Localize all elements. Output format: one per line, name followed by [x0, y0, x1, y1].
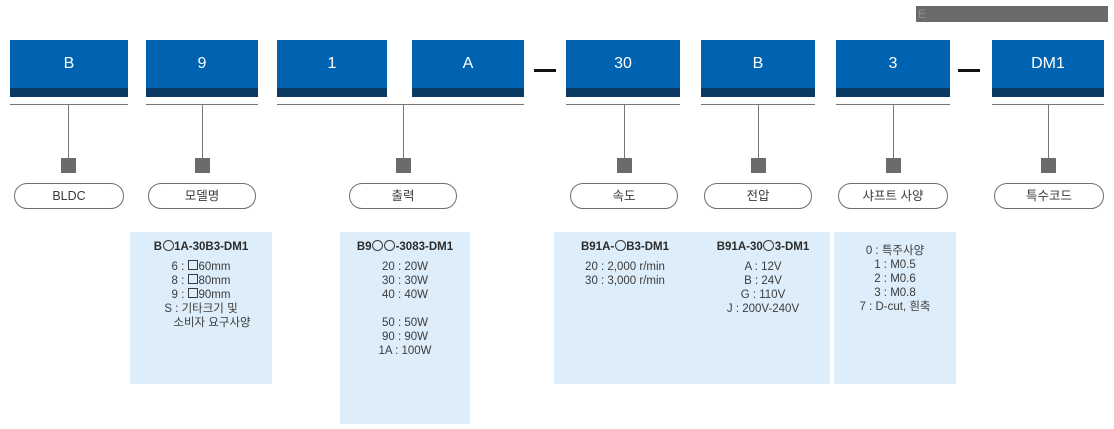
detail-list-item: 50 : 50W — [381, 317, 429, 329]
connector-vline-output — [403, 104, 404, 158]
code-box[interactable]: B — [701, 40, 815, 97]
detail-list-item: J : 200V-240V — [726, 303, 800, 315]
code-box[interactable]: 1 — [277, 40, 387, 97]
code-box-label: 30 — [614, 55, 632, 72]
detail-panel-list: 0 : 특주사양 1 : M0.5 2 : M0.6 3 : M0.8 7 : D-cu… — [834, 232, 956, 314]
code-box-label: A — [462, 55, 474, 72]
detail-list-item: 90 : 90W — [381, 331, 429, 343]
connector-knob-speed — [617, 158, 632, 173]
code-box-label: B — [752, 55, 764, 72]
connector-knob-output — [396, 158, 411, 173]
detail-list-item: 20 : 20W — [381, 261, 429, 273]
circle-placeholder-icon — [384, 240, 396, 251]
code-box[interactable]: A — [412, 40, 524, 97]
category-capsule[interactable]: 특수코드 — [994, 183, 1104, 209]
code-box[interactable]: 3 — [836, 40, 950, 97]
category-capsule[interactable]: 속도 — [570, 183, 678, 209]
connector-vline-shaft — [893, 104, 894, 158]
speed-details: B91A-B3-DM1 20 : 2,000 r/min 30 : 3,000 r/… — [554, 232, 696, 384]
detail-list-item: B : 24V — [744, 275, 782, 287]
output-details: B9-3083-DM1 20 : 20W 30 : 30W 40 : 40W 50 : … — [340, 232, 470, 424]
connector-vline-bldc — [68, 104, 69, 158]
detail-list-item: 1 : M0.5 — [874, 259, 916, 271]
connector-vline-model — [202, 104, 203, 158]
detail-list-item: 0 : 특주사양 — [865, 245, 925, 257]
connector-knob-bldc — [61, 158, 76, 173]
code-box-accent-strip — [412, 88, 524, 97]
detail-list-item: 40 : 40W — [381, 289, 429, 301]
code-box-accent-strip — [992, 88, 1104, 97]
code-box-accent-strip — [277, 88, 387, 97]
connector-underline-speed — [566, 104, 680, 105]
detail-list-item: 30 : 30W — [381, 275, 429, 287]
connector-knob-shaft — [886, 158, 901, 173]
detail-list-item: 20 : 2,000 r/min — [585, 261, 665, 273]
connector-underline-output — [277, 104, 524, 105]
code-box-accent-strip — [701, 88, 815, 97]
code-box-label: 3 — [888, 55, 898, 72]
detail-panel-list: A : 12V B : 24V G : 110V J : 200V-240V — [696, 254, 830, 316]
code-box[interactable]: DM1 — [992, 40, 1104, 97]
square-placeholder-icon — [187, 288, 198, 298]
code-box-accent-strip — [836, 88, 950, 97]
connector-vline-speed — [624, 104, 625, 158]
code-box-accent-strip — [566, 88, 680, 97]
detail-list-item: 2 : M0.6 — [874, 273, 916, 285]
code-box-label: 1 — [327, 55, 337, 72]
redacted-bar: E — [916, 6, 1108, 22]
code-box-label: 9 — [197, 55, 207, 72]
detail-list-item: 7 : D-cut, 흰축 — [859, 301, 931, 313]
connector-vline-special — [1048, 104, 1049, 158]
category-capsule[interactable]: 출력 — [349, 183, 457, 209]
connector-knob-model — [195, 158, 210, 173]
code-box-label: DM1 — [1031, 55, 1065, 72]
detail-list-item: A : 12V — [744, 261, 782, 273]
detail-list-item: 30 : 3,000 r/min — [585, 275, 665, 287]
code-box[interactable]: 30 — [566, 40, 680, 97]
detail-list-item: 1A : 100W — [378, 345, 432, 357]
detail-panel-list: 20 : 2,000 r/min 30 : 3,000 r/min — [554, 254, 696, 288]
shaft-spec-details: 0 : 특주사양 1 : M0.5 2 : M0.6 3 : M0.8 7 : D-cu… — [834, 232, 956, 384]
circle-placeholder-icon — [614, 240, 626, 251]
detail-list-item: 3 : M0.8 — [874, 287, 916, 299]
category-capsule[interactable]: BLDC — [14, 183, 124, 209]
detail-list-item: 소비자 요구사양 — [173, 317, 251, 329]
separator-dash-2 — [958, 69, 980, 72]
code-box[interactable]: B — [10, 40, 128, 97]
category-capsule[interactable]: 모델명 — [148, 183, 256, 209]
circle-placeholder-icon — [162, 240, 174, 251]
connector-vline-voltage — [758, 104, 759, 158]
circle-placeholder-icon — [763, 240, 775, 251]
square-placeholder-icon — [187, 260, 198, 270]
separator-dash-1 — [534, 69, 556, 72]
detail-list-item: 9 : 90mm — [171, 288, 231, 301]
detail-panel-list: 20 : 20W 30 : 30W 40 : 40W 50 : 50W 90 : 90W… — [340, 254, 470, 358]
detail-list-item: 8 : 80mm — [171, 274, 231, 287]
code-box[interactable]: 9 — [146, 40, 258, 97]
connector-knob-voltage — [751, 158, 766, 173]
connector-knob-special — [1041, 158, 1056, 173]
square-placeholder-icon — [187, 274, 198, 284]
detail-panel-header: B91A-B3-DM1 — [580, 240, 670, 253]
connector-underline-bldc — [10, 104, 128, 105]
detail-list-item: S : 기타크기 및 — [164, 303, 238, 315]
detail-panel-header: B9-3083-DM1 — [356, 240, 454, 253]
circle-placeholder-icon — [372, 240, 384, 251]
code-box-label: B — [63, 55, 75, 72]
code-box-accent-strip — [146, 88, 258, 97]
code-box-accent-strip — [10, 88, 128, 97]
detail-list-item: G : 110V — [740, 289, 786, 301]
category-capsule[interactable]: 샤프트 사양 — [838, 183, 948, 209]
category-capsule[interactable]: 전압 — [704, 183, 812, 209]
detail-list-item: 6 : 60mm — [171, 260, 231, 273]
